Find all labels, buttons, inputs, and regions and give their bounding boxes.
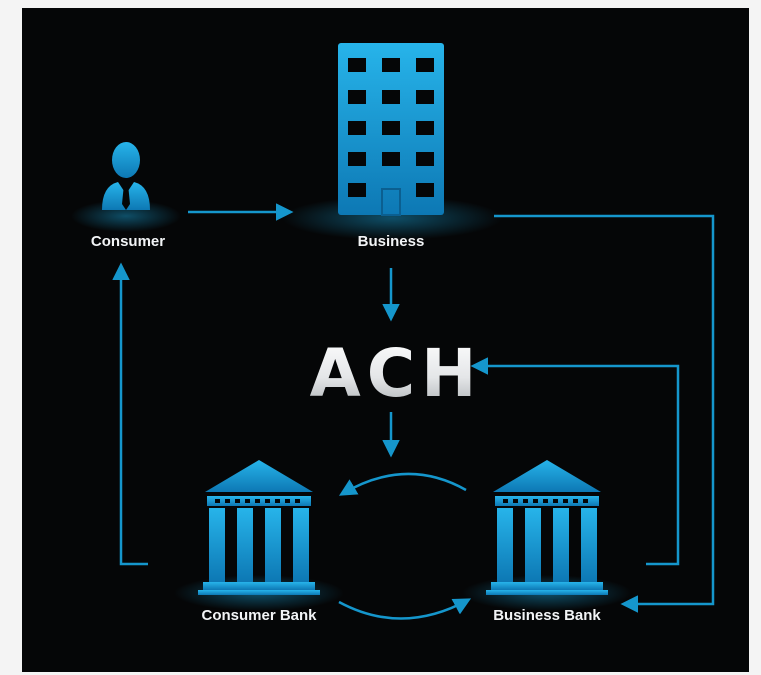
bank-icon — [486, 460, 608, 595]
office-building-icon — [338, 43, 444, 216]
connectors — [112, 203, 715, 620]
arrow-business-bank-to-ach — [470, 357, 680, 566]
arrow-consumer-bank-to-consumer — [112, 262, 148, 566]
arrow-business-to-business-bank — [494, 214, 715, 613]
consumer-glow — [71, 200, 181, 232]
arrow-curve-to-business-bank — [338, 598, 472, 620]
consumer-bank-label: Consumer Bank — [201, 607, 317, 624]
ach-title: ACH — [310, 335, 483, 412]
bank-icon — [198, 460, 320, 595]
consumer-label: Consumer — [91, 233, 165, 250]
ach-diagram: Consumer Business Consumer Bank Business… — [22, 8, 749, 672]
business-bank-label: Business Bank — [493, 607, 601, 624]
arrow-curve-to-consumer-bank — [338, 472, 467, 496]
diagram-canvas: Consumer Business Consumer Bank Business… — [71, 43, 715, 624]
business-label: Business — [358, 233, 425, 250]
business-glow — [282, 196, 502, 240]
person-icon — [102, 142, 150, 210]
